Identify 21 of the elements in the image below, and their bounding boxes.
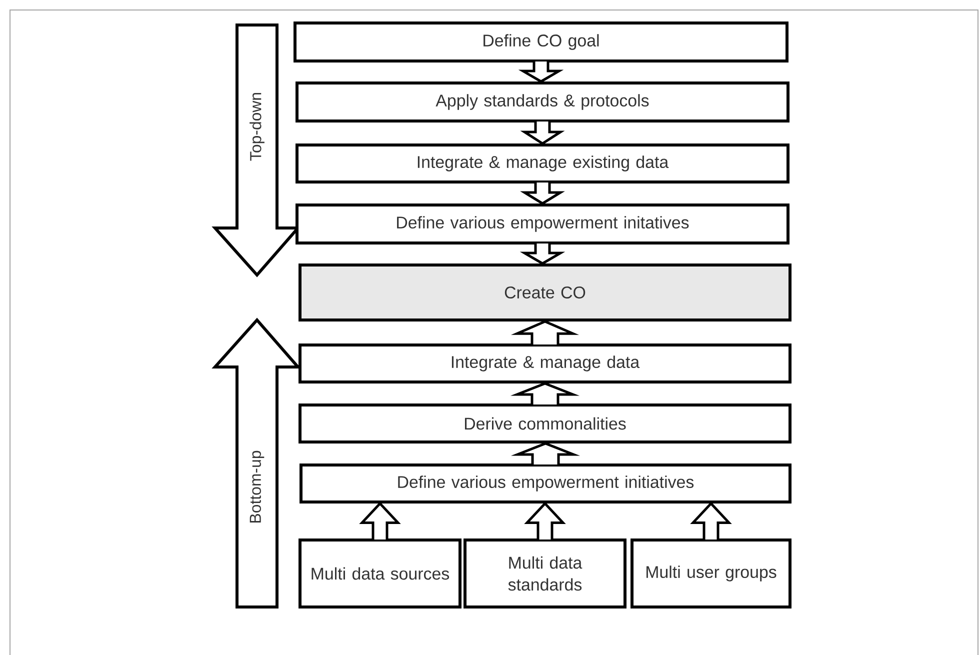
block-arrow	[520, 181, 565, 205]
block-arrow	[510, 320, 580, 346]
process-box: Define various empowerment initatives	[296, 204, 790, 244]
block-arrow	[520, 120, 565, 145]
process-box: Apply standards & protocols	[296, 82, 790, 122]
block-arrow	[510, 382, 580, 406]
block-arrow	[520, 242, 566, 265]
process-box: Derive commonalities	[298, 404, 792, 444]
process-box: Multi user groups	[630, 538, 792, 608]
block-arrow	[518, 60, 564, 83]
block-arrow	[510, 442, 580, 466]
process-box: Define various empowerment initiatives	[300, 464, 792, 504]
process-box: Multi data sources	[298, 538, 462, 608]
process-box: Multi data standards	[464, 538, 626, 608]
process-box: Create CO	[298, 264, 792, 322]
block-arrow	[690, 502, 732, 541]
block-arrow	[524, 502, 566, 541]
block-arrow	[359, 502, 401, 541]
process-box: Integrate & manage existing data	[296, 144, 790, 184]
process-box: Integrate & manage data	[298, 344, 792, 384]
process-box: Define CO goal	[294, 22, 788, 62]
